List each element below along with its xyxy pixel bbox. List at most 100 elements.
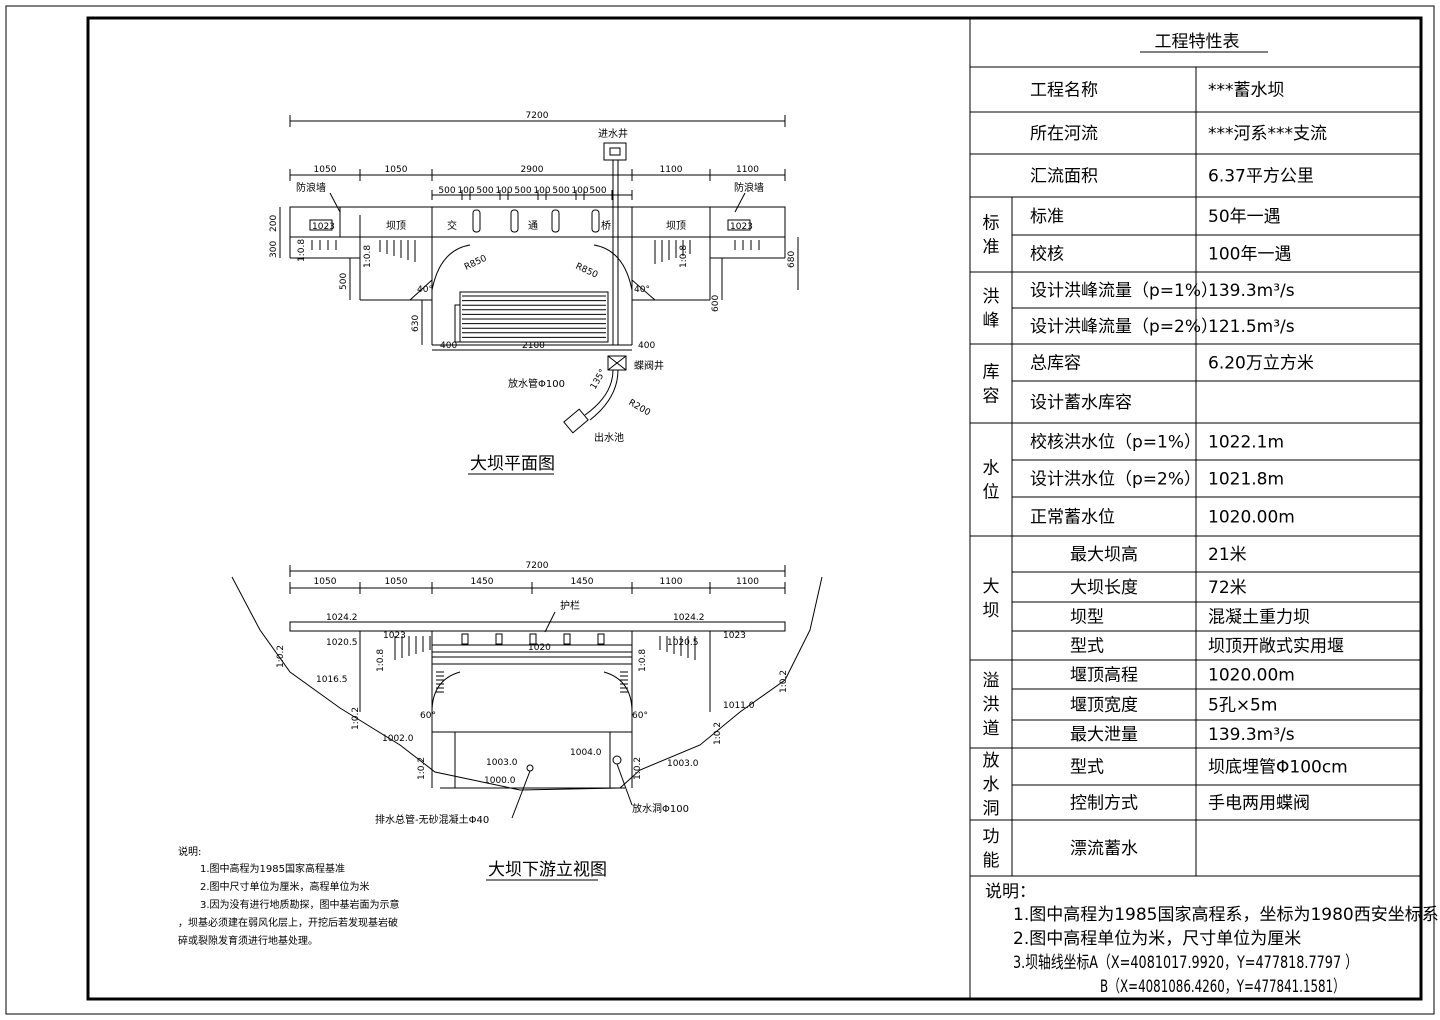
left-notes-title: 说明: bbox=[178, 845, 201, 858]
gate-dim-5: 100 bbox=[533, 186, 550, 196]
plan-dim-1: 1050 bbox=[385, 165, 408, 175]
left-note-5: 碎或裂隙发育须进行地基处理。 bbox=[178, 934, 318, 947]
table-group-7: 库容 bbox=[983, 363, 1000, 407]
plan-dim-0: 1050 bbox=[314, 165, 337, 175]
plan-dim-500: 500 bbox=[339, 273, 349, 290]
table-label-13: 大坝长度 bbox=[1070, 578, 1138, 598]
table-group-9: 水位 bbox=[983, 459, 1000, 503]
table-group-5: 洪峰 bbox=[983, 287, 1000, 331]
table-value-16: 1020.00m bbox=[1208, 666, 1295, 686]
rail-label: 护栏 bbox=[560, 599, 580, 612]
table-label-18: 最大泄量 bbox=[1070, 725, 1138, 745]
table-group-21: 功能 bbox=[983, 827, 1000, 871]
outlet-pool-label: 出水池 bbox=[594, 431, 624, 444]
table-note-3: 3.坝轴线坐标A（X=4081017.9920，Y=477818.7797 ） bbox=[1013, 953, 1358, 973]
table-label-14: 坝型 bbox=[1070, 608, 1104, 628]
elev-1023-left: 1023 bbox=[383, 631, 406, 641]
table-label-0: 工程名称 bbox=[1030, 81, 1098, 101]
plan-radius-left: R850 bbox=[463, 254, 489, 273]
elev-dim-0: 1050 bbox=[314, 577, 337, 587]
gate-dim-8: 500 bbox=[589, 186, 606, 196]
elev-1020: 1020 bbox=[528, 643, 551, 653]
valve-well bbox=[607, 355, 627, 371]
elev-dim-3: 1450 bbox=[571, 577, 594, 587]
table-label-12: 最大坝高 bbox=[1070, 545, 1138, 565]
table-value-13: 72米 bbox=[1208, 578, 1247, 598]
bend-angle: 135° bbox=[589, 368, 609, 392]
table-group-16: 溢洪道 bbox=[983, 671, 1000, 739]
table-value-14: 混凝土重力坝 bbox=[1208, 608, 1310, 628]
plan-dim-680: 680 bbox=[787, 251, 797, 268]
drain-label: 排水总管-无砂混凝土Φ40 bbox=[375, 813, 489, 826]
left-note-2: 2.图中尺寸单位为厘米，高程单位为米 bbox=[200, 880, 370, 893]
table-label-2: 汇流面积 bbox=[1030, 167, 1098, 187]
table-label-16: 堰顶高程 bbox=[1070, 666, 1138, 686]
plan-radius-right: R850 bbox=[574, 262, 600, 281]
table-group-3: 标准 bbox=[983, 214, 1000, 258]
left-notes: 说明: 1.图中高程为1985国家高程基准 2.图中尺寸单位为厘米，高程单位为米… bbox=[178, 845, 400, 947]
table-value-9: 1022.1m bbox=[1208, 433, 1284, 453]
table-value-10: 1021.8m bbox=[1208, 470, 1284, 490]
plan-wall-left: 防浪墙 bbox=[296, 181, 326, 194]
table-value-15: 坝顶开敞式实用堰 bbox=[1208, 637, 1344, 657]
table-label-7: 总库容 bbox=[1030, 354, 1081, 374]
elev-1002: 1002.0 bbox=[382, 734, 414, 744]
elev-1003-right: 1003.0 bbox=[667, 759, 699, 769]
table-label-8: 设计蓄水库容 bbox=[1030, 393, 1132, 413]
outlet-pipe-label: 放水洞Φ100 bbox=[632, 802, 689, 815]
elev-dim-1: 1050 bbox=[385, 577, 408, 587]
table-label-17: 堰顶宽度 bbox=[1070, 696, 1138, 716]
table-value-5: 139.3m³/s bbox=[1208, 281, 1295, 301]
plan-elev-right: 1023 bbox=[730, 222, 753, 232]
gate-dim-4: 500 bbox=[514, 186, 531, 196]
plan-dim-3: 1100 bbox=[660, 165, 683, 175]
elev-1024-left: 1024.2 bbox=[326, 613, 358, 623]
slope-a: 1:0.2 bbox=[276, 645, 286, 668]
table-value-11: 1020.00m bbox=[1208, 508, 1295, 528]
plan-elev-left: 1023 bbox=[312, 222, 335, 232]
table-value-3: 50年一遇 bbox=[1208, 207, 1281, 227]
stilling-basin bbox=[459, 291, 609, 343]
bridge-char-3: 桥 bbox=[601, 220, 611, 232]
table-label-4: 校核 bbox=[1030, 245, 1064, 265]
plan-dim-600: 600 bbox=[711, 295, 721, 312]
table-value-1: ***河系***支流 bbox=[1208, 124, 1327, 144]
slope-08l: 1:0.8 bbox=[376, 649, 386, 672]
elev-1023-right: 1023 bbox=[723, 631, 746, 641]
table-notes-title: 说明： bbox=[985, 882, 1036, 902]
plan-dim-200: 200 bbox=[269, 215, 279, 232]
table-value-4: 100年一遇 bbox=[1208, 245, 1291, 265]
table-value-7: 6.20万立方米 bbox=[1208, 354, 1314, 374]
gate-dim-2: 500 bbox=[476, 186, 493, 196]
gate-dim-3: 100 bbox=[495, 186, 512, 196]
elev-1003-left: 1003.0 bbox=[486, 758, 518, 768]
table-label-9: 校核洪水位（p=1%） bbox=[1030, 433, 1201, 453]
elev-1020-5-left: 1020.5 bbox=[326, 638, 358, 648]
plan-angle-right: 40° bbox=[634, 285, 650, 295]
table-label-19: 型式 bbox=[1070, 758, 1104, 778]
plan-dim-2: 2900 bbox=[521, 165, 544, 175]
table-label-11: 正常蓄水位 bbox=[1030, 508, 1115, 528]
left-note-4: ，坝基必须建在弱风化层上，开挖后若发现基岩破 bbox=[178, 916, 398, 929]
table-label-6: 设计洪峰流量（p=2%） bbox=[1030, 317, 1218, 337]
outer-border bbox=[5, 5, 1435, 1015]
gate-dim-0: 500 bbox=[438, 186, 455, 196]
table-label-5: 设计洪峰流量（p=1%） bbox=[1030, 281, 1218, 301]
table-value-12: 21米 bbox=[1208, 545, 1247, 565]
table-group-12: 大坝 bbox=[983, 577, 1000, 621]
gate-dim-6: 500 bbox=[552, 186, 569, 196]
elev-1011: 1011.0 bbox=[723, 701, 755, 711]
elev-dam-crest bbox=[289, 621, 786, 632]
elevation-title: 大坝下游立视图 bbox=[488, 860, 607, 880]
elev-angle-left: 60° bbox=[420, 711, 436, 721]
plan-dim-400l: 400 bbox=[440, 341, 457, 351]
plan-slope-right: 1:0.8 bbox=[679, 245, 689, 268]
plan-crest-right: 坝顶 bbox=[666, 220, 686, 232]
plan-dam-crest bbox=[289, 206, 786, 238]
table-value-17: 5孔×5m bbox=[1208, 696, 1277, 716]
table-value-18: 139.3m³/s bbox=[1208, 725, 1295, 745]
table-value-20: 手电两用蝶阀 bbox=[1208, 794, 1310, 814]
